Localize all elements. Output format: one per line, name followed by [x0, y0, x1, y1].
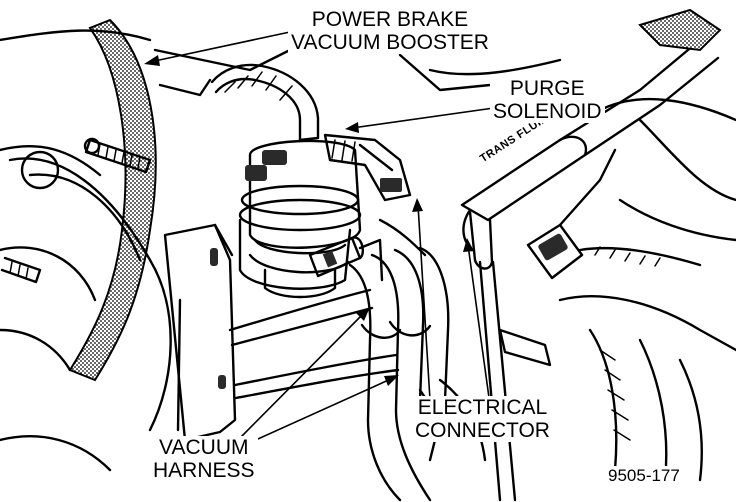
- background-details-drawing: [153, 8, 736, 482]
- mounting-bracket-drawing: [163, 223, 237, 442]
- brake-booster-drawing: [0, 18, 172, 472]
- label-purge-solenoid: PURGE SOLENOID: [490, 77, 605, 123]
- figure-number: 9505-177: [606, 466, 682, 486]
- label-electrical-connector: ELECTRICAL CONNECTOR: [412, 396, 553, 442]
- leader-lines: [144, 31, 509, 449]
- trans-fluid-dipstick-drawing: [460, 38, 720, 502]
- label-vacuum-harness: VACUUM HARNESS: [150, 436, 258, 482]
- right-connector-drawing: [526, 148, 702, 280]
- purge-solenoid-drawing: [210, 63, 362, 299]
- vacuum-harness-drawing: [228, 218, 450, 502]
- electrical-connector-drawing: [323, 133, 412, 202]
- label-power-brake-booster: POWER BRAKE VACUUM BOOSTER: [288, 8, 492, 54]
- vacuum-fitting-drawing: [308, 236, 384, 282]
- booster-stud-drawing: [0, 137, 152, 284]
